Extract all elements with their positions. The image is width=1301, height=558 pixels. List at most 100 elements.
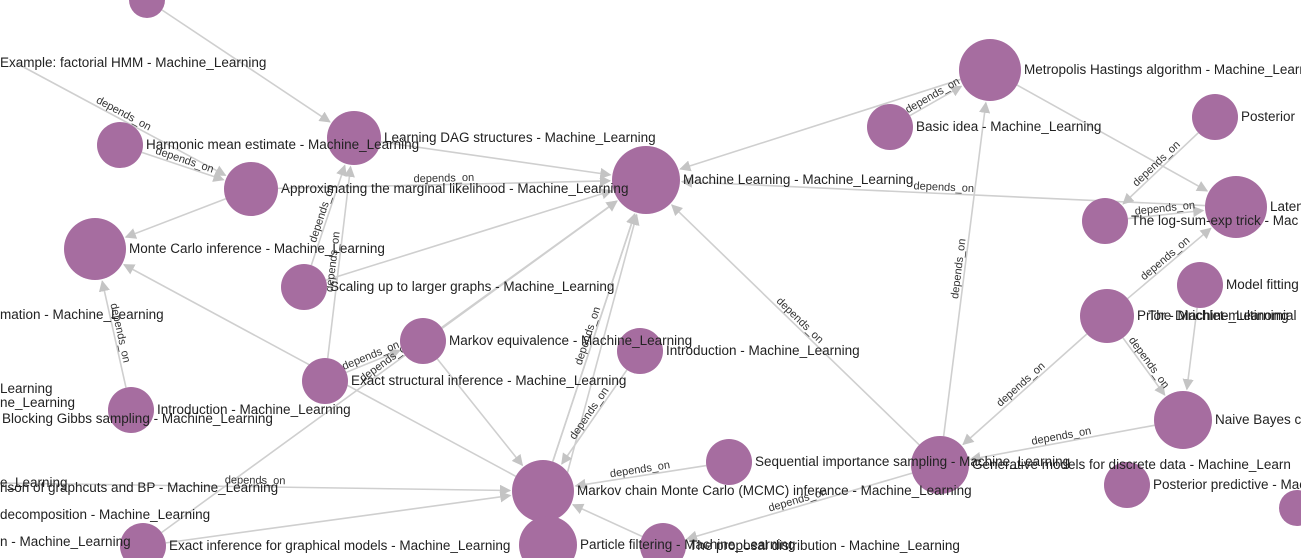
node-exact_struct[interactable]	[302, 358, 348, 404]
edge-exact_gm-ml	[161, 200, 618, 534]
node-label-ml: Machine Learning - Machine_Learning	[683, 172, 913, 187]
node-label-factorial_hmm: Example: factorial HMM - Machine_Learnin…	[0, 55, 266, 70]
node-label-mh: Metropolis Hastings algorithm - Machine_…	[1024, 62, 1301, 77]
edge-naive_bayes-generative	[969, 424, 1155, 464]
edge-intro_left-monte_carlo	[98, 280, 127, 388]
node-label-graphcuts: rison of graphcuts and BP - Machine_Lear…	[0, 480, 278, 495]
edge-label: depends_on	[903, 76, 962, 116]
node-scaling[interactable]	[281, 264, 327, 310]
node-mcmc[interactable]	[512, 460, 574, 522]
node-label-left_learning2: ne_Learning	[0, 395, 75, 410]
node-prior[interactable]	[1080, 289, 1134, 343]
node-posterior_pred[interactable]	[1104, 462, 1150, 508]
node-label-scaling: Scaling up to larger graphs - Machine_Le…	[330, 279, 614, 294]
edge-layer	[0, 9, 1212, 544]
node-layer	[64, 0, 1301, 558]
node-label-posterior_top: Posterior	[1241, 109, 1296, 124]
edge-label: depends_on	[225, 474, 286, 487]
node-naive_bayes[interactable]	[1154, 391, 1212, 449]
node-label-mcmc: Markov chain Monte Carlo (MCMC) inferenc…	[577, 483, 972, 498]
node-markov_eq[interactable]	[400, 318, 446, 364]
node-label-markov_eq: Markov equivalence - Machine_Learning	[449, 333, 692, 348]
edge-scaling-learning_dag	[310, 164, 347, 266]
edge-harmonic-approx_ml	[141, 151, 225, 182]
edge-approx_ml-monte_carlo	[124, 197, 227, 239]
node-label-basic_idea: Basic idea - Machine_Learning	[916, 119, 1101, 134]
edge-label: depends_on	[994, 360, 1047, 409]
edge-markov_eq-mcmc	[436, 358, 524, 467]
edge-label: depends_on	[609, 459, 671, 480]
node-label-approx_ml: Approximating the marginal likelihood - …	[281, 181, 628, 196]
node-label-latent: Laten	[1270, 199, 1301, 214]
edge-mcmc-ml	[551, 213, 637, 462]
edge-label: depends_on	[1126, 335, 1171, 391]
edge-top_left_node-learning_dag	[161, 9, 331, 123]
node-label-generative: Generative models for discrete data - Ma…	[972, 457, 1291, 472]
edge-learning_dag-ml	[380, 141, 612, 179]
node-label-intro_left: Introduction - Machine_Learning	[157, 402, 351, 417]
edge-prior-naive_bayes	[1122, 337, 1166, 396]
node-label-blocking_gibbs: Blocking Gibbs sampling - Machine_Learni…	[2, 411, 273, 426]
node-particle[interactable]	[519, 516, 577, 558]
node-harmonic[interactable]	[97, 122, 143, 168]
edge-generative-ml	[671, 204, 920, 446]
node-label-layer: Machine Learning - Machine_Learning Metro…	[0, 55, 1301, 553]
node-label-monte_carlo: Monte Carlo inference - Machine_Learning	[129, 241, 385, 256]
node-approx_ml[interactable]	[224, 162, 278, 216]
node-latent[interactable]	[1205, 176, 1267, 238]
node-label-decomp: decomposition - Machine_Learning	[0, 507, 210, 522]
node-label-exact_gm: Exact inference for graphical models - M…	[169, 538, 510, 553]
node-top_left_node[interactable]	[129, 0, 165, 18]
edge-scaling-ml	[325, 188, 613, 281]
node-label-left_ml: n - Machine_Learning	[0, 534, 131, 549]
node-mh[interactable]	[959, 39, 1021, 101]
edge-exact_struct-learning_dag	[326, 165, 355, 359]
edge-label: depends_on	[1031, 425, 1093, 448]
node-proposal[interactable]	[640, 523, 686, 558]
edge-posterior_top-logsumexp	[1122, 132, 1199, 205]
node-label-left_approx: mation - Machine_Learning	[0, 307, 164, 322]
node-basic_idea[interactable]	[867, 104, 913, 150]
node-ml[interactable]	[612, 146, 680, 214]
node-intro_mid[interactable]	[617, 328, 663, 374]
edge-latent-ml	[680, 176, 1206, 207]
edge-logsumexp-latent	[1127, 206, 1205, 220]
edge-particle-ml	[554, 213, 640, 518]
node-right_edge[interactable]	[1279, 490, 1301, 526]
edge-sis-mcmc	[574, 464, 707, 490]
node-label-exact_struct: Exact structural inference - Machine_Lea…	[351, 373, 626, 388]
node-label-sis: Sequential importance sampling - Machine…	[755, 454, 1070, 469]
edge-exact_struct-markov_eq	[345, 349, 401, 374]
edge-label: depends_on	[913, 180, 974, 195]
node-model_fitting[interactable]	[1177, 262, 1223, 308]
node-label-proposal: The proposal distribution - Machine_Lear…	[689, 538, 960, 553]
node-label-particle: Particle filtering - Machine_Learning	[580, 537, 795, 552]
edge-mh-latent	[1016, 84, 1209, 192]
node-intro_left[interactable]	[108, 387, 154, 433]
edge-basic_idea-mh	[909, 85, 963, 117]
node-exact_gm[interactable]	[120, 523, 166, 558]
edge-label: depends_on	[413, 172, 474, 185]
edge-label: depends_on	[1130, 139, 1182, 189]
node-sis[interactable]	[706, 439, 752, 485]
node-label-model_fitting: Model fitting	[1226, 277, 1299, 292]
node-label-prior: Prior - Machine_Learning	[1137, 308, 1289, 323]
node-label-left_learning3: e_Learning	[0, 475, 68, 490]
node-label-harmonic: Harmonic mean estimate - Machine_Learnin…	[146, 137, 419, 152]
node-posterior_top[interactable]	[1192, 94, 1238, 140]
node-learning_dag[interactable]	[327, 111, 381, 165]
edge-exact_gm-mcmc	[165, 491, 512, 544]
node-logsumexp[interactable]	[1082, 198, 1128, 244]
node-monte_carlo[interactable]	[64, 218, 126, 280]
node-label-dirichlet: The Dirichlet-multinomial n	[1148, 308, 1301, 323]
edge-intro_mid-mcmc	[561, 369, 628, 465]
edge-approx_ml-ml	[277, 175, 612, 190]
node-label-intro_mid: Introduction - Machine_Learning	[666, 343, 860, 358]
node-label-posterior_pred: Posterior predictive - Mac	[1153, 477, 1301, 492]
edge-proposal-mcmc	[571, 503, 643, 538]
node-generative[interactable]	[911, 436, 969, 494]
edge-mh-ml	[679, 78, 961, 172]
edge-generative-mh	[942, 101, 991, 437]
node-label-logsumexp: The log-sum-exp trick - Mac	[1131, 213, 1299, 228]
